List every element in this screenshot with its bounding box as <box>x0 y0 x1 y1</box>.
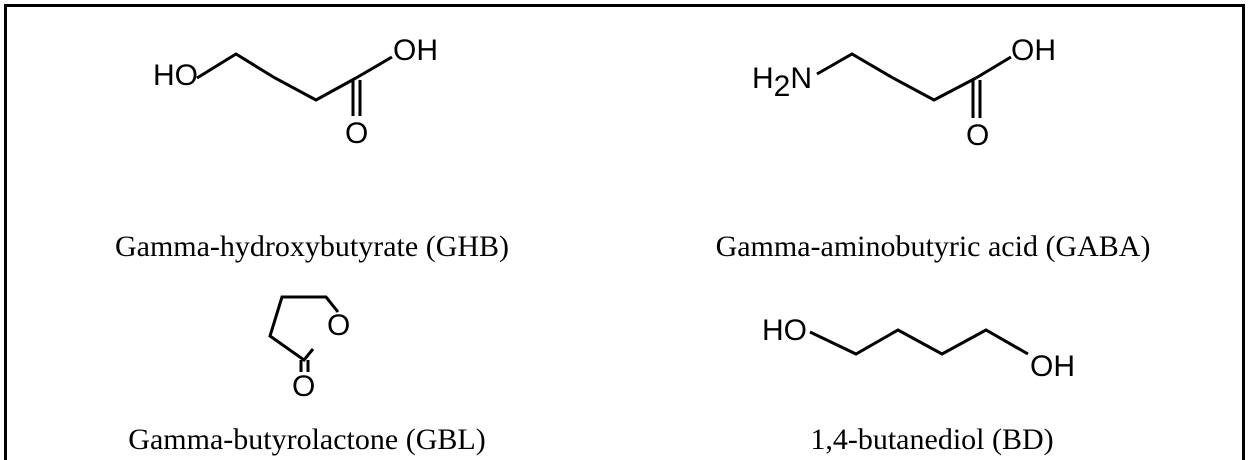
ghb-carbon-chain <box>196 52 357 102</box>
ghb-oh-label: OH <box>393 34 438 67</box>
ghb-o-label: O <box>345 117 368 150</box>
ghb-name: Gamma-hydroxybutyrate (GHB) <box>114 230 510 263</box>
gaba-o-label: O <box>966 119 989 152</box>
gbl-o-label: O <box>292 370 315 403</box>
gaba-carbon-chain <box>816 52 977 102</box>
gaba-c-oh-bond <box>975 55 1012 80</box>
gbl-name: Gamma-butyrolactone (GBL) <box>128 423 486 456</box>
bd-carbon-chain <box>809 328 1029 356</box>
bd-ho-label: HO <box>762 314 807 347</box>
gaba-name: Gamma-aminobutyric acid (GABA) <box>715 230 1151 263</box>
gaba-oh-label: OH <box>1011 34 1056 67</box>
ghb-c-oh-bond <box>355 55 393 80</box>
bd-oh-label: OH <box>1030 350 1075 383</box>
figure-frame <box>4 4 1245 460</box>
gbl-ring <box>268 295 340 363</box>
gaba-nh2-label: H2N <box>752 62 812 103</box>
gbl-ring-o-label: O <box>327 309 350 342</box>
ghb-ho-label: HO <box>153 59 198 92</box>
bd-name: 1,4-butanediol (BD) <box>810 423 1054 456</box>
